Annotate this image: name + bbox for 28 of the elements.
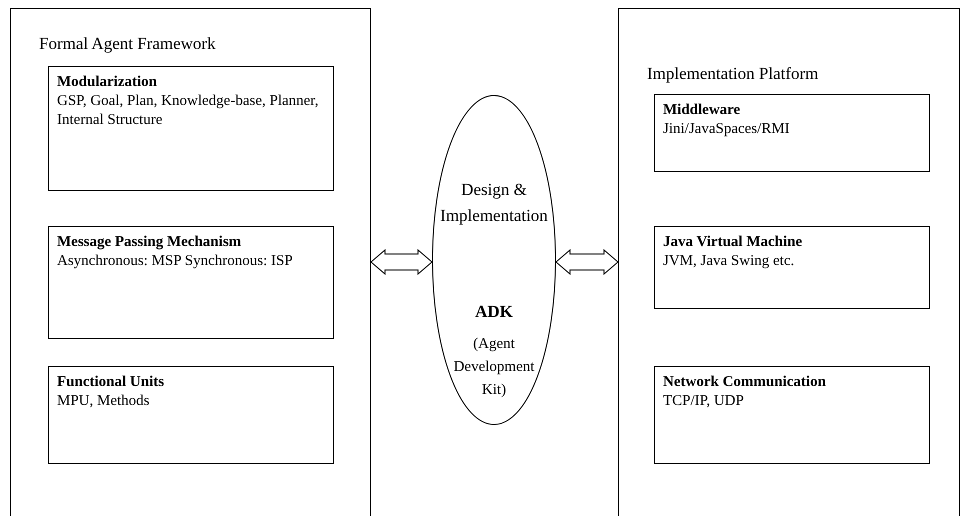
component-box (48, 366, 334, 464)
panel-box (618, 8, 960, 516)
double-arrow (370, 248, 433, 276)
double-arrow (555, 248, 619, 276)
panel-title: Formal Agent Framework (39, 34, 216, 54)
box-text: Jini/JavaSpaces/RMI (663, 120, 791, 139)
box-text: JVM, Java Swing etc. (663, 252, 796, 271)
ellipse-text: Design & Implementation (439, 179, 549, 227)
component-box (654, 226, 930, 309)
box-text: GSP, Goal, Plan, Knowledge-base, Planner, Internal Structure (57, 92, 320, 130)
box-text: Asynchronous: MSP Synchronous: ISP (57, 252, 294, 271)
box-heading: Middleware (663, 101, 742, 120)
box-text: TCP/IP, UDP (663, 392, 745, 411)
component-box (654, 366, 930, 464)
box-heading: Network Communication (663, 373, 827, 392)
component-box (654, 94, 930, 172)
acronym-label: ADK (474, 301, 514, 323)
panel-title: Implementation Platform (647, 64, 818, 84)
box-heading: Functional Units (57, 373, 166, 392)
box-heading: Java Virtual Machine (663, 233, 804, 252)
box-heading: Message Passing Mechanism (57, 233, 242, 252)
component-box (48, 66, 334, 191)
ellipse-node (432, 95, 556, 425)
ellipse-text: (Agent Development Kit) (452, 335, 536, 400)
component-box (48, 226, 334, 339)
panel-box (10, 8, 371, 516)
box-heading: Modularization (57, 73, 158, 92)
box-text: MPU, Methods (57, 392, 151, 411)
